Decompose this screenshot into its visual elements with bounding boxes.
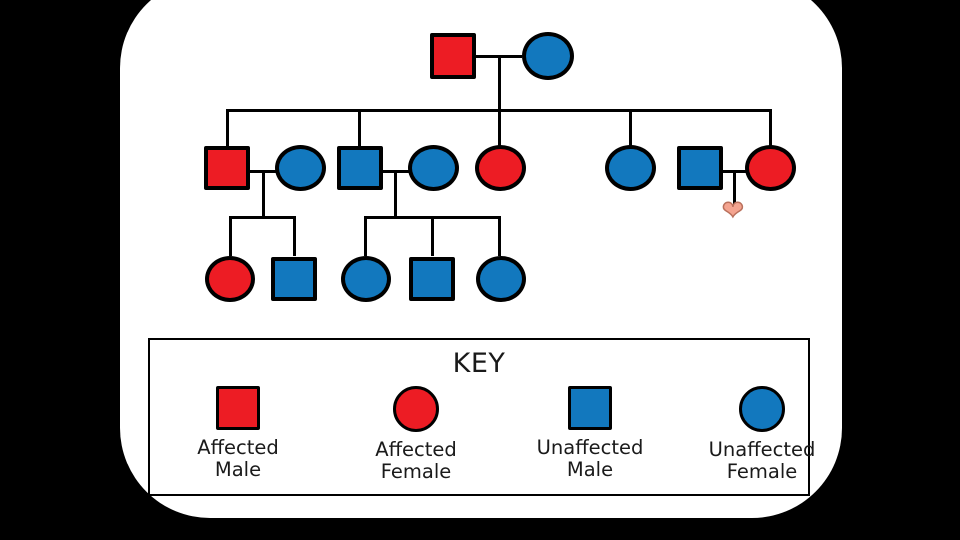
individual-III-4-unaffected-male[interactable] [409,257,455,301]
sibling-drop-II-5 [498,109,501,147]
sibling-drop-II-6 [629,109,632,147]
sibling-drop-III-3 [364,216,367,256]
key-label-unaffected-female: Unaffected Female [708,438,816,483]
individual-III-1-affected-female[interactable] [205,256,255,302]
key-label-affected-female: Affected Female [375,438,457,483]
individual-II-5-affected-female[interactable] [475,145,526,191]
key-item-unaffected-female: Unaffected Female [682,386,842,483]
individual-I-2-unaffected-female[interactable] [522,32,574,80]
descent-line-II-3-II-4 [394,170,397,217]
sibship-bar-familyA [229,216,296,219]
individual-II-8-affected-female[interactable] [745,145,796,191]
heart-marker-icon: ❤ [721,196,744,226]
key-label-affected-male: Affected Male [197,436,279,481]
sibling-drop-III-2 [293,216,296,256]
unaffected-male-square-icon [568,386,612,430]
key-item-affected-male: Affected Male [158,386,318,481]
descent-line-II-7-II-8 [733,170,736,208]
unaffected-female-circle-icon [739,386,785,432]
key-legend-box: KEY Affected Male Affected Female Unaffe… [148,338,815,496]
sibling-drop-II-3 [358,109,361,147]
descent-line-gen1 [498,55,501,111]
affected-female-circle-icon [393,386,439,432]
individual-II-6-unaffected-female[interactable] [605,145,656,191]
descent-line-II-1-II-2 [262,170,265,217]
key-item-unaffected-male: Unaffected Male [510,386,670,481]
individual-I-1-affected-male[interactable] [430,33,476,79]
individual-II-2-unaffected-female[interactable] [275,145,326,191]
individual-II-3-unaffected-male[interactable] [337,146,383,190]
individual-III-3-unaffected-female[interactable] [341,256,391,302]
key-title: KEY [452,348,506,379]
individual-III-5-unaffected-female[interactable] [476,256,526,302]
individual-II-7-unaffected-male[interactable] [677,146,723,190]
individual-II-1-affected-male[interactable] [204,146,250,190]
affected-male-square-icon [216,386,260,430]
sibling-drop-II-8 [769,109,772,147]
individual-III-2-unaffected-male[interactable] [271,257,317,301]
sibling-drop-III-1 [229,216,232,256]
sibling-drop-II-1 [226,109,229,147]
key-item-affected-female: Affected Female [336,386,496,483]
sibling-drop-III-5 [498,216,501,256]
individual-II-4-unaffected-female[interactable] [408,145,459,191]
sibling-drop-III-4 [431,216,434,256]
key-label-unaffected-male: Unaffected Male [536,436,644,481]
